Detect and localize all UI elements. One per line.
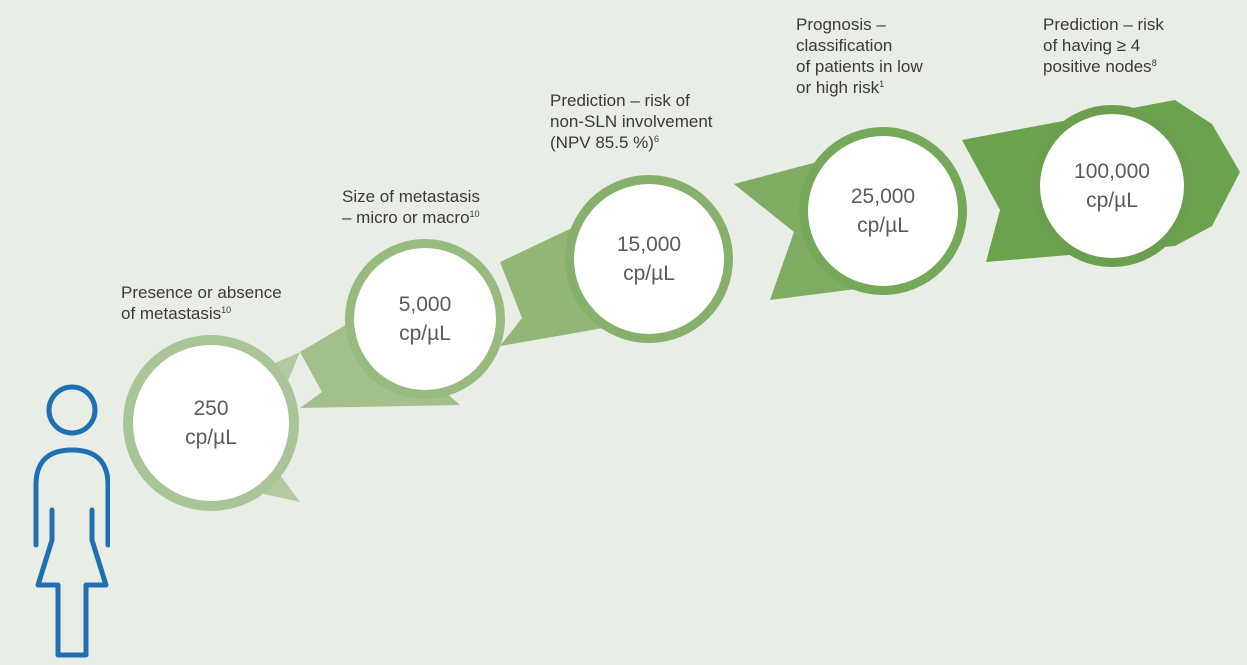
stage-circle: 25,000 cp/µL xyxy=(808,136,958,286)
threshold-unit: cp/µL xyxy=(1086,189,1138,212)
threshold-unit: cp/µL xyxy=(185,426,237,449)
stage-label: Prediction – risk of non-SLN involvement… xyxy=(550,91,713,152)
stage-circle: 100,000 cp/µL xyxy=(1040,114,1184,258)
threshold-unit: cp/µL xyxy=(857,214,909,237)
stage-circle: 250 cp/µL xyxy=(133,345,289,501)
threshold-value: 25,000 xyxy=(850,185,916,208)
stage-circle: 5,000 cp/µL xyxy=(354,248,496,390)
threshold-unit: cp/µL xyxy=(623,262,675,285)
stage-label: Prognosis – classification of patients i… xyxy=(796,15,923,97)
stage-label: Prediction – risk of having ≥ 4 positive… xyxy=(1043,15,1164,76)
person-outline-icon xyxy=(33,384,110,658)
threshold-value: 15,000 xyxy=(616,233,682,256)
reference-superscript: 10 xyxy=(221,305,232,315)
reference-superscript: 8 xyxy=(1151,58,1157,68)
threshold-value: 100,000 xyxy=(1074,160,1150,183)
reference-superscript: 1 xyxy=(879,79,885,89)
threshold-value: 250 xyxy=(193,397,229,420)
stage-label: Presence or absence of metastasis10 xyxy=(121,283,282,323)
stage-label: Size of metastasis – micro or macro10 xyxy=(342,187,480,227)
threshold-value: 5,000 xyxy=(398,293,452,316)
reference-superscript: 6 xyxy=(653,134,659,144)
reference-superscript: 10 xyxy=(469,209,480,219)
threshold-unit: cp/µL xyxy=(399,322,451,345)
stage-circle: 15,000 cp/µL xyxy=(574,184,724,334)
